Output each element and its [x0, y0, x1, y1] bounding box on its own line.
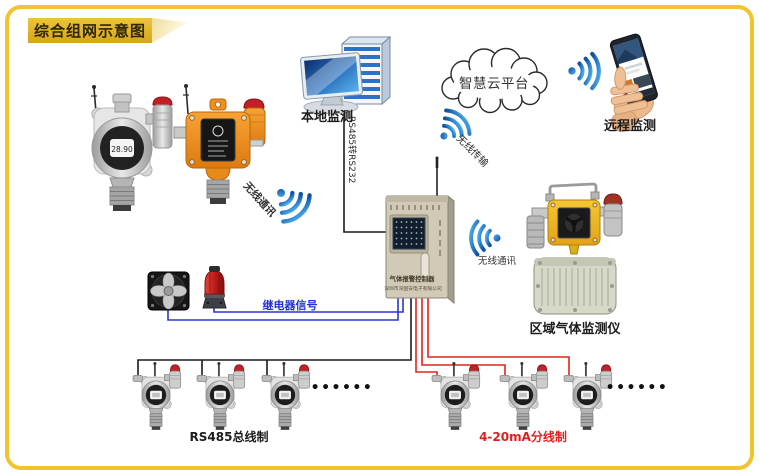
cloud-icon [441, 47, 548, 114]
bus-detector-3 [261, 361, 311, 431]
wire-4-20ma-3 [427, 298, 570, 376]
relay-signal-label: 继电器信号 [263, 298, 318, 312]
rs485-bus-label: RS485总线制 [190, 429, 269, 444]
ma-branch-label: 4-20mA分线制 [479, 429, 567, 444]
controller-sub-label: 深圳市深国安电子有限公司 [384, 285, 442, 292]
wifi-icon-area-monitor [469, 219, 503, 257]
controller-icon [385, 156, 455, 305]
controller-label: 气体报警控制器 [389, 274, 435, 283]
wire-relay-fan [167, 298, 399, 321]
wire-rs485-bus [137, 298, 412, 375]
wire-4-20ma-2 [421, 298, 506, 376]
wireless-transfer-label: 无线传输 [454, 132, 491, 169]
ellipsis-left: •••••• [311, 380, 374, 396]
local-monitor-icon [300, 35, 392, 114]
bus-detector-1 [132, 361, 182, 431]
remote-monitor-icon [609, 33, 658, 132]
alarm-beacon-icon [202, 266, 227, 309]
fixed-detector-orange [173, 84, 266, 204]
remote-monitor-label: 远程监测 [604, 118, 656, 134]
area-monitor-label: 区域气体监测仪 [529, 321, 621, 337]
cloud-label: 智慧云平台 [459, 76, 529, 92]
branch-detector-2 [499, 361, 549, 431]
wireless-comm-right-label: 无线通讯 [478, 255, 517, 267]
wire-computer-to-controller [343, 112, 386, 233]
local-monitor-label: 本地监测 [301, 109, 353, 125]
area-detector-icon [526, 182, 623, 255]
wifi-icon-detectors [265, 177, 315, 227]
serial-link-label: RS485转RS232 [346, 116, 358, 183]
branch-detector-1 [431, 361, 481, 431]
fixed-detector-silver: 28.90 [91, 85, 173, 211]
detector-display-value: 28.90 [111, 145, 133, 154]
wireless-comm-left-label: 无线通讯 [240, 179, 279, 220]
ellipsis-right: •••••• [606, 380, 669, 396]
page-title: 综合组网示意图 [28, 18, 152, 43]
bus-detector-2 [196, 361, 246, 431]
area-monitor-box-icon [533, 257, 617, 315]
wifi-icon-cloud-phone [568, 54, 599, 88]
wire-4-20ma-1 [415, 298, 438, 376]
branch-detector-3 [563, 361, 613, 431]
exhaust-fan-icon [147, 271, 190, 311]
